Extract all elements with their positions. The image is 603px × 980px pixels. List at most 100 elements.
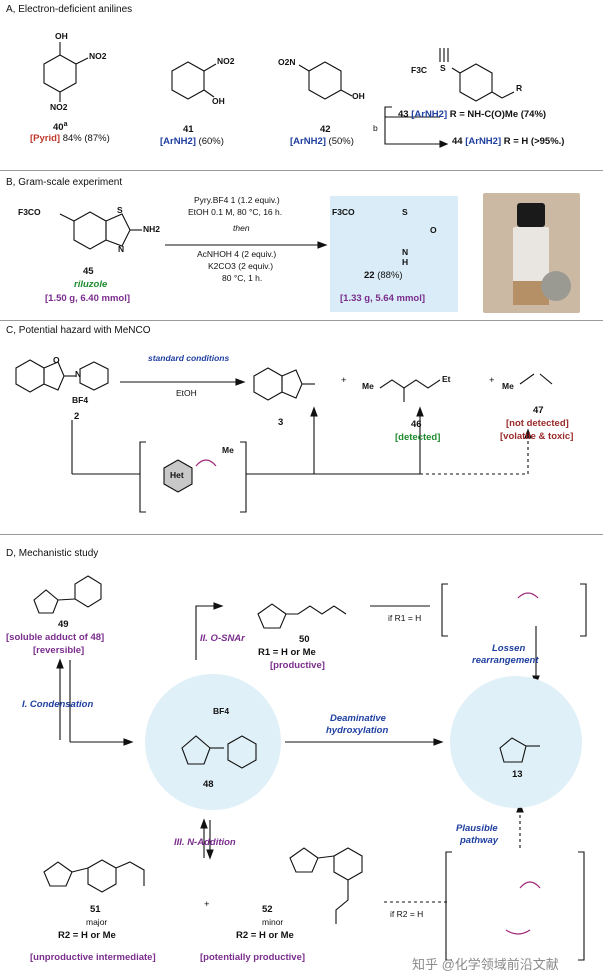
c42-result: [ArNH2] (50%) [290, 136, 354, 147]
c40-number: 40a [53, 121, 68, 134]
reagent-2: EtOH 0.1 M, 80 °C, 16 h. [188, 207, 283, 217]
c22-amount: [1.33 g, 5.64 mmol] [340, 293, 426, 304]
c48-bf4: BF4 [213, 706, 230, 716]
c45-name: riluzole [74, 279, 108, 290]
c46-number: 46 [411, 419, 422, 430]
c45-number: 45 [83, 266, 94, 277]
c43-s: S [440, 63, 446, 73]
c42-o2n: O2N [278, 57, 296, 67]
c47-me: Me [502, 381, 514, 391]
het-label: Het [170, 470, 184, 480]
c45-f3co: F3CO [18, 207, 41, 217]
c51-number: 51 [90, 904, 101, 915]
c52-number: 52 [262, 904, 273, 915]
c45-amount: [1.50 g, 6.40 mmol] [45, 293, 131, 304]
section-d-title: D, Mechanistic study [6, 548, 99, 559]
c45-s: S [117, 205, 123, 215]
divider-a-b [0, 170, 603, 171]
section-b-title: B, Gram-scale experiment [6, 177, 123, 188]
c2-number: 2 [74, 411, 80, 422]
c41-number: 41 [183, 124, 194, 135]
arrow-b-label: b [373, 123, 378, 133]
c46-tag: [detected] [395, 432, 441, 443]
intermediate-me: Me [222, 445, 234, 455]
c40-no2a: NO2 [89, 51, 107, 61]
c40-oh: OH [55, 31, 68, 41]
plus-3: + [204, 899, 210, 910]
c50-number: 50 [299, 634, 310, 645]
lossen-label-2: rearrangement [472, 655, 539, 666]
c51-r: R2 = H or Me [58, 930, 116, 941]
bubble-13 [450, 676, 582, 808]
c46-me: Me [362, 381, 374, 391]
reagent-3: AcNHOH 4 (2 equiv.) [197, 249, 277, 259]
deaminative-label-2: hydroxylation [326, 725, 389, 736]
plus-1: + [341, 375, 347, 386]
section-c-title: C, Potential hazard with MeNCO [6, 325, 151, 336]
plausible-label-2: pathway [460, 835, 499, 846]
lossen-label-1: Lossen [492, 643, 526, 654]
c42-number: 42 [320, 124, 331, 135]
c52-tag: [potentially productive] [200, 952, 306, 963]
c50-r: R1 = H or Me [258, 647, 316, 658]
c3-number: 3 [278, 417, 284, 428]
c52-minor: minor [262, 917, 284, 927]
c40-result: [Pyrid] 84% (87%) [30, 133, 110, 144]
reagent-then: then [233, 223, 250, 233]
c44-result: 44 [ArNH2] R = H (>95%.) [452, 136, 565, 147]
c40-no2b: NO2 [50, 102, 68, 112]
if-r2-label: if R2 = H [390, 909, 424, 919]
c51-major: major [86, 917, 108, 927]
step-2-label: II. O-SNAr [200, 633, 245, 644]
c49-tag-2: [reversible] [33, 645, 85, 656]
etoh-label: EtOH [176, 388, 197, 398]
pyrid-tag: [Pyrid] [30, 133, 61, 144]
c48-number: 48 [203, 779, 214, 790]
c42-oh: OH [352, 91, 365, 101]
standard-conditions-label: standard conditions [148, 353, 230, 363]
deaminative-label-1: Deaminative [330, 713, 386, 724]
c50-tag: [productive] [270, 660, 325, 671]
c41-result: [ArNH2] (60%) [160, 136, 224, 147]
reagent-1: Pyry.BF4 1 (1.2 equiv.) [194, 195, 280, 205]
c41-no2: NO2 [217, 56, 235, 66]
c52-r: R2 = H or Me [236, 930, 294, 941]
product-vial-photo [483, 193, 580, 313]
c2-o: O [53, 355, 60, 365]
c45-nh2: NH2 [143, 224, 161, 234]
c49-number: 49 [58, 619, 69, 630]
bubble-48 [145, 674, 281, 810]
arnh2-tag: [ArNH2] [160, 136, 196, 147]
c2-n: N [75, 369, 82, 379]
c22-f3co: F3CO [332, 207, 355, 217]
step-1-label: I. Condensation [22, 699, 94, 710]
c43-r: R [516, 83, 523, 93]
c51-tag: [unproductive intermediate] [30, 952, 156, 963]
section-a-title: A, Electron-deficient anilines [6, 4, 133, 15]
c47-tag-1: [not detected] [506, 418, 569, 429]
reagent-5: 80 °C, 1 h. [222, 273, 263, 283]
c47-tag-2: [volatile & toxic] [500, 431, 574, 442]
if-r1-label: if R1 = H [388, 613, 422, 623]
c49-tag-1: [soluble adduct of 48] [6, 632, 105, 643]
c47-number: 47 [533, 405, 544, 416]
plausible-label-1: Plausible [456, 823, 498, 834]
c22-s: S [402, 207, 408, 217]
reagent-4: K2CO3 (2 equiv.) [208, 261, 274, 271]
divider-b-c [0, 320, 603, 321]
c45-n: N [118, 244, 125, 254]
watermark: 知乎 @化学领域前沿文献 [412, 957, 559, 972]
c43-result: 43 [ArNH2] R = NH-C(O)Me (74%) [398, 109, 547, 120]
c41-oh: OH [212, 96, 225, 106]
c2-bf4: BF4 [72, 395, 89, 405]
step-3-label: III. N-Addition [174, 837, 236, 848]
product-22-box [330, 196, 458, 312]
c22-o: O [430, 225, 437, 235]
c22-result: 22 (88%) [364, 270, 403, 281]
c13-number: 13 [512, 769, 523, 780]
c46-et: Et [442, 374, 451, 384]
plus-2: + [489, 375, 495, 386]
divider-c-d [0, 534, 603, 535]
